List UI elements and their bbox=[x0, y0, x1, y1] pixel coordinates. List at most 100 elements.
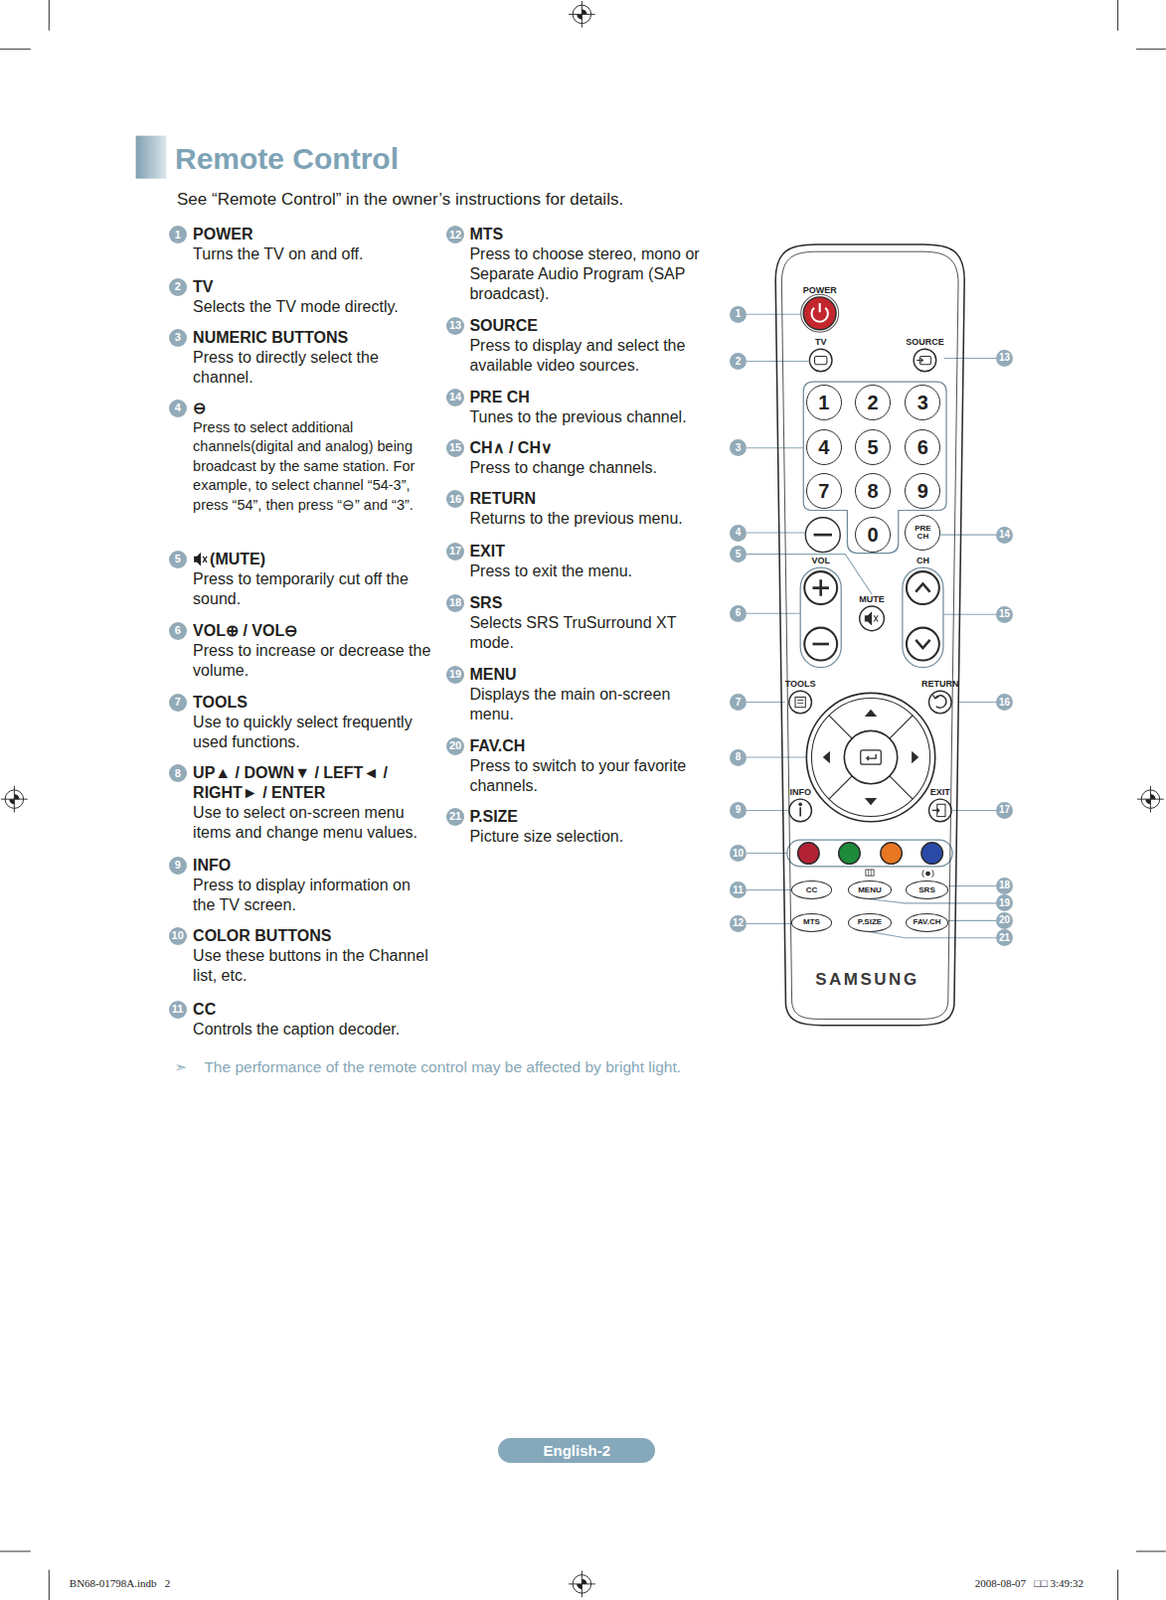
button-text: MENU bbox=[857, 886, 882, 895]
button-label: POWER bbox=[803, 285, 837, 296]
leader-line bbox=[940, 534, 997, 536]
list-number-text: 1 bbox=[174, 229, 181, 241]
button-label: EXIT bbox=[930, 787, 951, 798]
remote-buttons bbox=[864, 798, 877, 806]
remote-buttons bbox=[843, 730, 897, 784]
list-number-text: 2 bbox=[174, 281, 181, 293]
item-description: Tunes to the previous channel. bbox=[469, 407, 700, 428]
leader-line bbox=[959, 701, 997, 703]
remote-buttons bbox=[812, 579, 829, 596]
list-number: 4 bbox=[168, 399, 187, 418]
callout-number: 16 bbox=[996, 693, 1013, 711]
button-label: VOL bbox=[811, 555, 831, 566]
button-label: MUTE bbox=[858, 594, 885, 605]
list-item: UP▲ / DOWN▼ / LEFT◄ / RIGHT► / ENTERUse … bbox=[192, 763, 437, 843]
remote-buttons bbox=[864, 709, 877, 717]
page-number-pill: English-2 bbox=[498, 1438, 656, 1464]
callout-number-text: 16 bbox=[999, 697, 1010, 708]
list-number-text: 5 bbox=[174, 553, 181, 565]
callout-number: 11 bbox=[729, 881, 747, 899]
list-number-text: 21 bbox=[449, 811, 462, 823]
button-area bbox=[929, 799, 953, 823]
remote-buttons bbox=[932, 808, 940, 813]
button-area bbox=[929, 690, 953, 714]
remote-buttons bbox=[906, 628, 940, 662]
callout-number: 19 bbox=[996, 894, 1013, 912]
callout-number: 17 bbox=[996, 802, 1013, 820]
list-item: MENUDisplays the main on-screen menu. bbox=[469, 665, 700, 725]
item-heading: NUMERIC BUTTONS bbox=[192, 328, 437, 348]
remote-buttons bbox=[804, 628, 837, 662]
remote-buttons bbox=[829, 715, 913, 800]
item-description: Picture size selection. bbox=[469, 827, 700, 847]
leader-line bbox=[746, 613, 801, 615]
remote-buttons bbox=[838, 842, 861, 865]
speaker-icon bbox=[193, 552, 201, 567]
remote-buttons bbox=[865, 869, 874, 876]
print-mark: 2008-08-07 □□ 3:49:32 bbox=[975, 1577, 1084, 1590]
button-label: TV bbox=[815, 336, 828, 347]
list-item: ⊖Press to select additional channels(dig… bbox=[192, 398, 437, 516]
leader-line bbox=[746, 314, 804, 316]
remote-buttons bbox=[933, 694, 940, 699]
button-text: FAV.CH bbox=[912, 918, 941, 927]
list-item: (MUTE)Press to temporarily cut off the s… bbox=[192, 549, 437, 610]
callout-number-text: 4 bbox=[735, 527, 742, 538]
speaker-icon bbox=[202, 556, 207, 563]
callout-number: 9 bbox=[729, 802, 747, 820]
list-number-text: 6 bbox=[174, 625, 181, 637]
list-number-text: 18 bbox=[449, 597, 462, 609]
number-button: 1 bbox=[806, 384, 842, 421]
remote-buttons bbox=[797, 700, 804, 704]
remote-buttons bbox=[902, 567, 944, 668]
leader-line bbox=[869, 932, 997, 939]
item-heading: INFO bbox=[192, 855, 437, 876]
print-mark: BN68-01798A.indb 2 bbox=[69, 1577, 170, 1590]
callout-number: 13 bbox=[996, 349, 1013, 367]
list-item: POWERTurns the TV on and off. bbox=[192, 224, 437, 265]
remote-buttons bbox=[880, 842, 903, 865]
remote-buttons bbox=[868, 869, 872, 876]
item-description: Selects the TV mode directly. bbox=[192, 297, 437, 318]
item-heading: ⊖ bbox=[192, 398, 437, 419]
callout-number: 10 bbox=[729, 844, 747, 862]
button-text: CC bbox=[806, 886, 819, 895]
list-number-text: 20 bbox=[449, 740, 462, 752]
remote-buttons bbox=[811, 303, 828, 323]
callout-number: 7 bbox=[729, 693, 747, 711]
oval-button: SRS bbox=[905, 880, 949, 899]
button-group: TOOLS bbox=[785, 678, 817, 714]
item-heading: VOL⊕ / VOL⊖ bbox=[192, 621, 437, 642]
list-item: PRE CHTunes to the previous channel. bbox=[469, 387, 700, 428]
item-heading: CH∧ / CH∨ bbox=[469, 438, 700, 459]
callout-number: 2 bbox=[729, 352, 747, 370]
button-label: SOURCE bbox=[905, 336, 945, 347]
note-marker: ➣ bbox=[174, 1057, 188, 1078]
item-description: Press to display information on the TV s… bbox=[192, 875, 437, 916]
list-item: MTSPress to choose stereo, mono or Separ… bbox=[469, 224, 700, 305]
page-art bbox=[0, 786, 28, 814]
item-heading: RETURN bbox=[469, 489, 700, 509]
callout-number: 15 bbox=[996, 606, 1013, 624]
list-number-text: 8 bbox=[174, 768, 181, 780]
remote-buttons bbox=[921, 842, 944, 865]
remote-buttons bbox=[859, 606, 885, 632]
page-caption: See “Remote Control” in the owner’s inst… bbox=[176, 189, 624, 210]
remote-buttons bbox=[805, 517, 840, 553]
callout-number: 14 bbox=[996, 526, 1013, 544]
list-item: COLOR BUTTONSUse these buttons in the Ch… bbox=[192, 926, 437, 987]
callout-number-text: 5 bbox=[735, 549, 742, 560]
item-description: Returns to the previous menu. bbox=[469, 508, 700, 529]
remote-buttons bbox=[915, 583, 930, 592]
leader-line bbox=[746, 701, 786, 703]
item-description: Press to temporarily cut off the sound. bbox=[192, 569, 437, 610]
prech-button: PRE CH bbox=[904, 514, 941, 551]
item-description: Press to exit the menu. bbox=[469, 561, 700, 582]
list-number-text: 7 bbox=[174, 696, 181, 708]
button-label: RETURN bbox=[921, 678, 960, 689]
number-button: 6 bbox=[904, 429, 941, 466]
note-text: The performance of the remote control ma… bbox=[203, 1057, 681, 1078]
